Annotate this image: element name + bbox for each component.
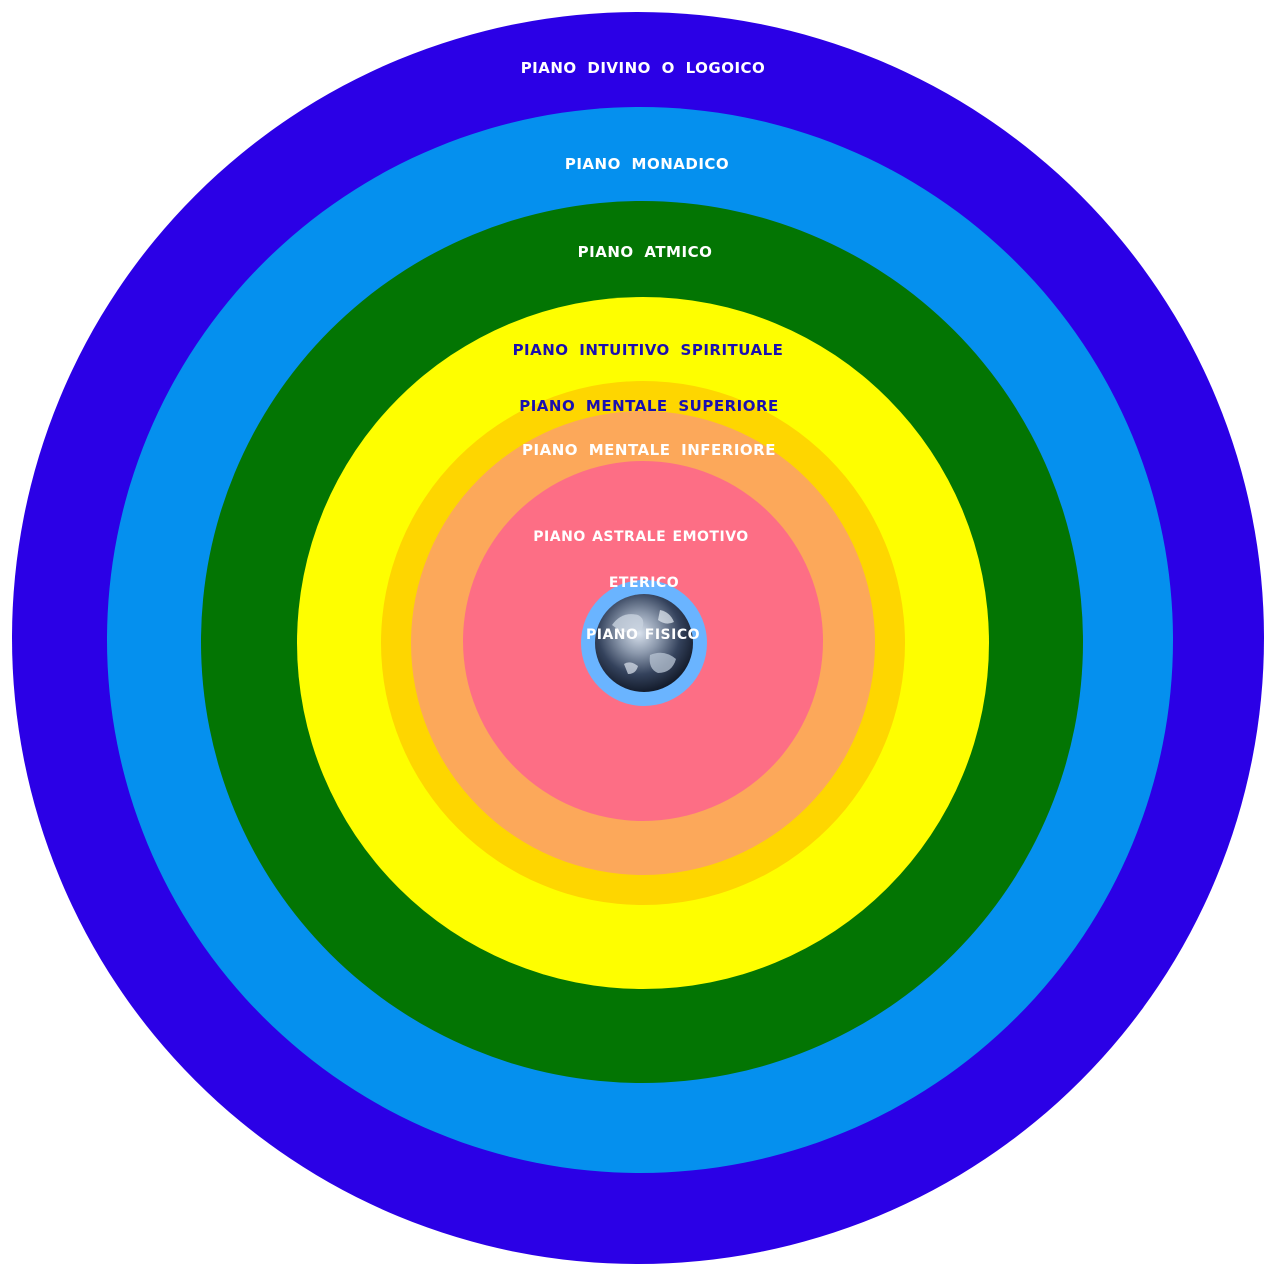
label-eterico: ETERICO bbox=[609, 575, 679, 591]
label-divino: PIANO DIVINO O LOGOICO bbox=[521, 59, 766, 77]
label-mentale-superiore: PIANO MENTALE SUPERIORE bbox=[519, 397, 779, 415]
label-intuitivo: PIANO INTUITIVO SPIRITUALE bbox=[513, 341, 784, 359]
label-fisico: PIANO FISICO bbox=[586, 627, 700, 643]
label-astrale: PIANO ASTRALE EMOTIVO bbox=[533, 529, 748, 545]
label-monadico: PIANO MONADICO bbox=[565, 155, 729, 173]
earth-globe bbox=[595, 594, 693, 692]
label-atmico: PIANO ATMICO bbox=[578, 243, 713, 261]
label-mentale-inferiore: PIANO MENTALE INFERIORE bbox=[522, 441, 776, 459]
